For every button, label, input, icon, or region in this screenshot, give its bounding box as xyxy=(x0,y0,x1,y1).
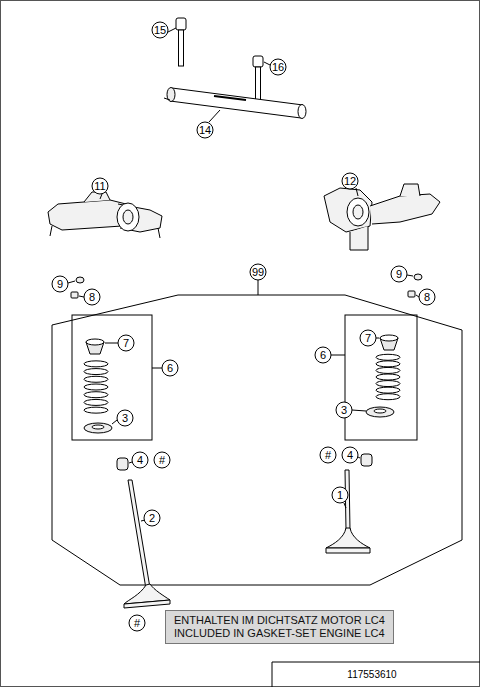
callout-circle xyxy=(315,347,331,363)
spring-coil xyxy=(84,399,108,405)
callout-circle xyxy=(84,289,100,305)
spring-coil xyxy=(84,407,108,413)
leader-line xyxy=(152,368,162,369)
callout-number: 1 xyxy=(337,490,343,501)
drawing-number: 117553610 xyxy=(347,670,396,680)
leader-line xyxy=(105,343,118,344)
callout-number: # xyxy=(134,618,140,629)
title-block-line xyxy=(272,662,480,663)
title-block-line xyxy=(272,662,273,687)
rocker-arm xyxy=(324,184,440,250)
spring-coil xyxy=(376,354,400,360)
leader-line xyxy=(344,503,346,508)
callout-number: 4 xyxy=(347,450,353,461)
callout-number: 9 xyxy=(57,279,63,290)
callout-circle xyxy=(52,276,68,292)
callout-number: 16 xyxy=(272,62,284,73)
callout-number: 9 xyxy=(396,269,402,280)
spring-coil xyxy=(376,387,400,393)
spring-coil xyxy=(376,381,400,387)
leader-line xyxy=(331,355,345,356)
callout-circle xyxy=(132,452,148,468)
callout-number: # xyxy=(325,450,331,461)
callout-circle xyxy=(332,487,348,503)
spring-coil xyxy=(376,394,400,400)
legend-note-box: ENTHALTEN IM DICHTSATZ MOTOR LC4INCLUDED… xyxy=(165,610,394,644)
leader-line xyxy=(129,462,132,463)
group-outline xyxy=(52,295,462,585)
callout-circle xyxy=(320,447,336,463)
callout-number: 8 xyxy=(424,292,430,303)
leader-line xyxy=(358,457,360,458)
spring-coil xyxy=(84,361,108,367)
callout-circle xyxy=(144,510,160,526)
leader-line xyxy=(112,420,117,424)
callout-number: # xyxy=(159,455,165,466)
leader-line xyxy=(79,296,84,297)
callout-circle xyxy=(360,330,376,346)
callout-circle xyxy=(250,264,266,280)
rocker-shaft xyxy=(164,88,306,119)
leader-line xyxy=(258,280,259,295)
callout-circle xyxy=(152,22,168,38)
callout-number: 3 xyxy=(122,413,128,424)
callout-circle xyxy=(118,335,134,351)
callout-circle xyxy=(197,122,213,138)
valve xyxy=(326,470,370,553)
spring-coil xyxy=(84,392,108,398)
callout-circle xyxy=(342,447,358,463)
callout-number: 14 xyxy=(199,125,211,136)
leader-line xyxy=(264,62,270,65)
callout-circle xyxy=(342,173,358,189)
subgroup-box xyxy=(345,315,417,440)
valve xyxy=(124,480,170,608)
callout-number: 8 xyxy=(89,292,95,303)
callout-number: 3 xyxy=(341,405,347,416)
leader-line xyxy=(356,188,358,196)
spring-coil xyxy=(376,374,400,380)
callout-number: 12 xyxy=(344,176,356,187)
callout-circle xyxy=(162,360,178,376)
callout-number: 7 xyxy=(365,333,371,344)
spring-coil xyxy=(84,384,108,390)
note-text: ENTHALTEN IM DICHTSATZ MOTOR LC4 xyxy=(174,614,385,627)
callout-number: 6 xyxy=(167,363,173,374)
leader-line xyxy=(352,410,366,411)
spring-coil xyxy=(84,369,108,375)
small-part xyxy=(71,274,422,298)
callout-circle xyxy=(129,615,145,631)
spring-retainer xyxy=(86,335,398,354)
callout-circle xyxy=(154,452,170,468)
callout-circle xyxy=(336,402,352,418)
callout-number: 6 xyxy=(320,350,326,361)
subgroup-box xyxy=(72,315,152,440)
spring-coil xyxy=(376,361,400,367)
callout-circle xyxy=(391,266,407,282)
note-text: INCLUDED IN GASKET-SET ENGINE LC4 xyxy=(174,627,385,640)
leader-line xyxy=(68,281,75,283)
leader-line xyxy=(209,110,220,122)
callout-number: 11 xyxy=(94,181,105,192)
callout-number: 7 xyxy=(123,338,129,349)
callout-number: 2 xyxy=(149,513,155,524)
callout-number: 4 xyxy=(137,455,143,466)
callout-circle xyxy=(117,410,133,426)
leader-line xyxy=(407,275,413,276)
leader-line xyxy=(100,194,102,199)
rocker-arm xyxy=(48,192,162,238)
spring-coil xyxy=(376,367,400,373)
callout-number: 15 xyxy=(154,25,166,36)
callout-circle xyxy=(270,59,286,75)
callout-circle xyxy=(419,289,435,305)
leader-line xyxy=(168,28,176,32)
callout-circle xyxy=(92,178,108,194)
callout-number: 99 xyxy=(252,267,264,278)
spring-coil xyxy=(84,376,108,382)
